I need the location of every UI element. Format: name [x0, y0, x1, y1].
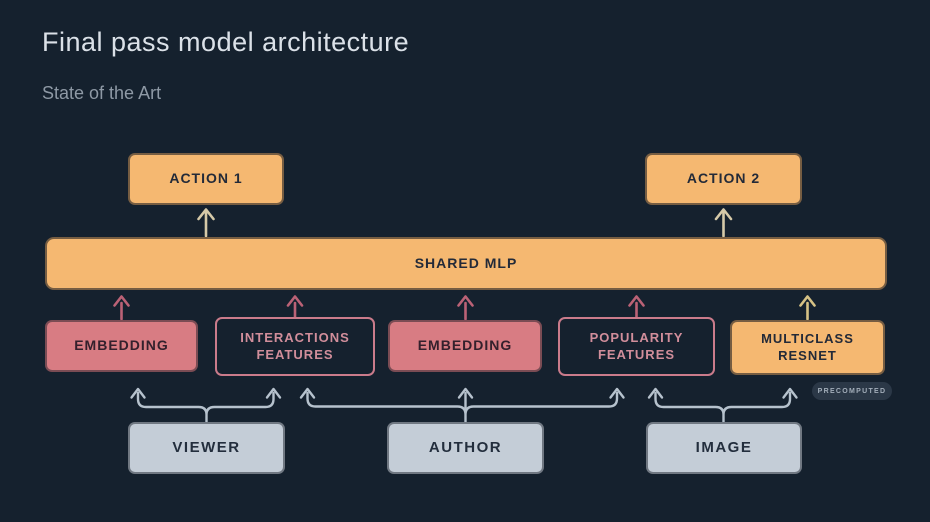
precomputed-badge-label: PRECOMPUTED [817, 387, 887, 395]
node-embedding-viewer: EMBEDDING [45, 320, 198, 372]
connector-image-split [647, 387, 798, 424]
node-action1: ACTION 1 [128, 153, 284, 205]
node-image: IMAGE [646, 422, 802, 474]
arrow-mlp-to-action1 [197, 208, 215, 238]
node-action2: ACTION 2 [645, 153, 802, 205]
node-image-label: IMAGE [695, 438, 753, 456]
slide-subtitle: State of the Art [42, 83, 162, 103]
node-interactions-line1: INTERACTIONS [240, 330, 350, 346]
node-interactions-line2: FEATURES [256, 346, 334, 362]
arrowhead-viewer-to-embedding [130, 387, 146, 399]
arrowhead-author-to-embedding [457, 387, 474, 399]
node-author: AUTHOR [387, 422, 544, 474]
precomputed-badge: PRECOMPUTED [812, 382, 892, 400]
arrow-embedding-viewer-to-mlp [113, 295, 130, 321]
arrowhead-author-to-interactions [299, 387, 316, 399]
node-action1-label: ACTION 1 [169, 170, 243, 187]
arrowhead-image-to-resnet [782, 387, 798, 399]
node-interactions-features: INTERACTIONS FEATURES [215, 317, 375, 376]
node-shared-mlp: SHARED MLP [45, 237, 887, 290]
node-author-label: AUTHOR [428, 438, 503, 456]
arrow-resnet-to-mlp [799, 295, 816, 321]
node-shared-mlp-label: SHARED MLP [414, 254, 518, 271]
node-resnet-line1: MULTICLASS [761, 331, 854, 347]
node-multiclass-resnet: MULTICLASS RESNET [730, 320, 885, 375]
node-embedding-viewer-label: EMBEDDING [74, 337, 169, 354]
node-popularity-line1: POPULARITY [589, 330, 684, 346]
arrowhead-author-to-popularity [609, 387, 625, 399]
node-embedding-author-label: EMBEDDING [417, 337, 513, 354]
node-popularity-line2: FEATURES [597, 346, 676, 362]
slide-title: Final pass model architecture [42, 27, 410, 57]
arrowhead-image-to-popularity [647, 387, 664, 399]
arrow-embedding-author-to-mlp [457, 295, 474, 321]
node-popularity-features: POPULARITY FEATURES [558, 317, 715, 376]
node-embedding-author: EMBEDDING [388, 320, 542, 372]
arrow-interactions-to-mlp [286, 295, 304, 319]
node-viewer: VIEWER [128, 422, 285, 474]
node-viewer-label: VIEWER [172, 438, 241, 456]
node-resnet-line2: RESNET [778, 347, 837, 363]
arrow-popularity-to-mlp [628, 295, 645, 319]
arrowhead-viewer-to-interactions [265, 387, 282, 399]
arrow-mlp-to-action2 [714, 208, 733, 238]
connector-viewer-split [130, 387, 282, 424]
connector-author-split [299, 387, 625, 424]
node-action2-label: ACTION 2 [686, 170, 761, 187]
